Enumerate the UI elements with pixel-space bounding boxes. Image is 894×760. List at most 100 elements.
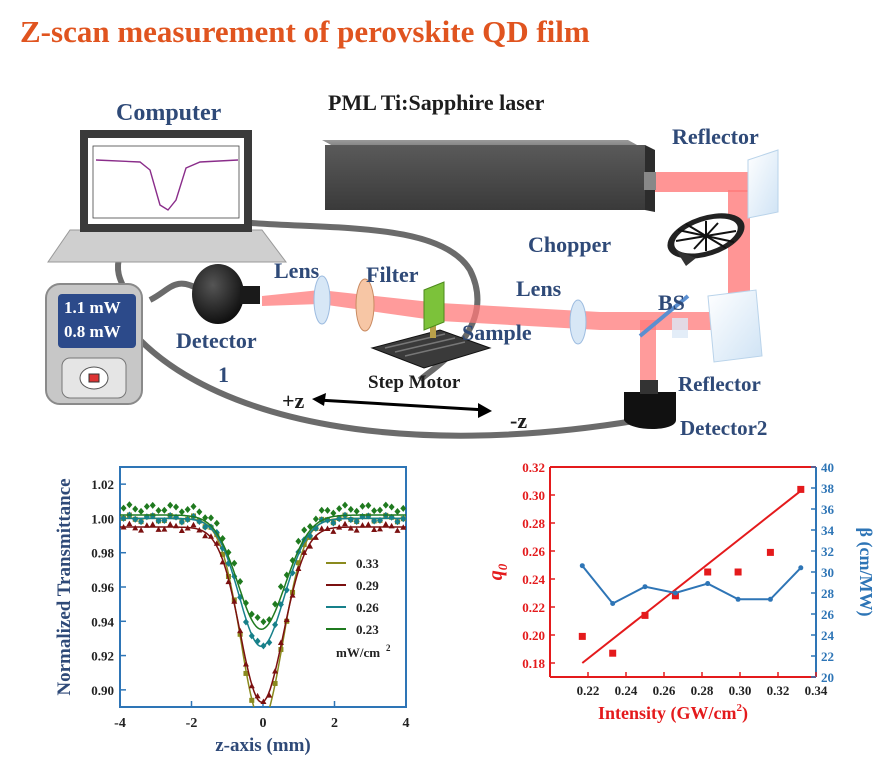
series-point-0.29 bbox=[143, 522, 150, 528]
y-right-tick-label: 22 bbox=[821, 649, 834, 664]
cable-meter-detector2 bbox=[137, 337, 641, 439]
series-point-0.26 bbox=[132, 515, 139, 523]
series-point-0.26 bbox=[231, 572, 238, 580]
series-point-0.26 bbox=[394, 518, 401, 526]
series-point-0.29 bbox=[126, 520, 133, 527]
laser-front bbox=[325, 145, 645, 210]
series-point-0.29 bbox=[289, 592, 296, 598]
series-point-0.29 bbox=[149, 521, 156, 527]
series-point-0.29 bbox=[382, 520, 389, 527]
reflector-bottom-icon bbox=[707, 289, 763, 363]
computer-label: Computer bbox=[116, 100, 222, 126]
legend-label: 0.33 bbox=[356, 556, 379, 571]
series-point-0.29 bbox=[248, 682, 255, 689]
y-left-axis-title-main: q bbox=[485, 570, 507, 580]
laptop-screen bbox=[88, 138, 244, 224]
series-point-0.26 bbox=[353, 518, 360, 526]
y-right-tick-label: 40 bbox=[821, 460, 834, 475]
series-point-0.29 bbox=[388, 522, 395, 529]
minus-z-label: -z bbox=[510, 408, 528, 433]
x-tick-label: -2 bbox=[186, 716, 198, 731]
series-point-0.29 bbox=[318, 525, 325, 531]
beta-point bbox=[672, 590, 678, 596]
x-axis-title: Intensity (GW/cm2) bbox=[598, 702, 748, 724]
y-left-tick-label: 0.28 bbox=[522, 516, 545, 531]
filter-icon bbox=[355, 278, 375, 332]
series-point-0.23 bbox=[353, 507, 360, 515]
figure-title: Z-scan measurement of perovskite QD film bbox=[20, 14, 590, 49]
series-point-0.26 bbox=[260, 642, 267, 650]
series-point-0.29 bbox=[260, 698, 267, 704]
series-point-0.23 bbox=[330, 509, 337, 517]
x-tick-label: 0.30 bbox=[729, 683, 752, 698]
x-axis-title-end: ) bbox=[742, 703, 748, 724]
series-point-0.23 bbox=[394, 507, 401, 515]
filter-label: Filter bbox=[366, 262, 419, 287]
series-point-0.23 bbox=[184, 505, 191, 513]
x-tick-label: 2 bbox=[331, 716, 338, 731]
detector2-icon bbox=[624, 392, 676, 429]
series-point-0.23 bbox=[213, 519, 220, 527]
legend-unit: mW/cm bbox=[336, 645, 380, 660]
series-point-0.33 bbox=[272, 680, 278, 686]
series-point-0.23 bbox=[161, 506, 168, 514]
power-meter-screen bbox=[58, 294, 136, 348]
x-axis-title-main: Intensity (GW/cm bbox=[598, 703, 737, 724]
series-point-0.26 bbox=[254, 637, 261, 645]
y-left-tick-label: 0.26 bbox=[522, 544, 545, 559]
series-point-0.23 bbox=[219, 534, 226, 542]
series-point-0.29 bbox=[178, 527, 185, 533]
y-left-tick-label: 0.32 bbox=[522, 460, 545, 475]
series-point-0.26 bbox=[143, 513, 150, 521]
series-point-0.29 bbox=[347, 525, 354, 531]
q0-point bbox=[609, 649, 617, 657]
series-point-0.33 bbox=[267, 709, 272, 714]
y-right-tick-label: 36 bbox=[821, 502, 835, 517]
series-point-0.23 bbox=[301, 526, 308, 534]
beta-point bbox=[610, 601, 616, 606]
chopper-label: Chopper bbox=[528, 232, 612, 257]
series-point-0.26 bbox=[330, 519, 337, 527]
series-point-0.29 bbox=[138, 527, 145, 533]
series-point-0.23 bbox=[237, 577, 244, 585]
series-point-0.23 bbox=[400, 504, 406, 512]
series-point-0.23 bbox=[371, 507, 378, 515]
series-point-0.23 bbox=[388, 503, 395, 511]
beta-point bbox=[705, 581, 711, 587]
lens-left-icon bbox=[313, 275, 331, 325]
series-point-0.23 bbox=[277, 583, 284, 591]
laptop-mini-plot bbox=[95, 159, 239, 211]
series-point-0.26 bbox=[207, 523, 214, 531]
detector1-label: Detector bbox=[176, 328, 257, 353]
series-point-0.29 bbox=[324, 525, 331, 532]
y-left-tick-label: 0.20 bbox=[522, 628, 545, 643]
q0-point bbox=[797, 485, 805, 493]
series-point-0.29 bbox=[353, 527, 360, 533]
beta-point bbox=[642, 584, 648, 590]
beta-line bbox=[581, 565, 802, 605]
series-point-0.23 bbox=[202, 514, 209, 522]
detector1-number: 1 bbox=[218, 362, 229, 387]
series-point-0.29 bbox=[242, 661, 249, 667]
x-tick-label: 0.22 bbox=[577, 683, 600, 698]
series-point-0.33 bbox=[295, 560, 301, 566]
series-point-0.29 bbox=[196, 526, 203, 533]
series-point-0.23 bbox=[138, 507, 145, 515]
series-point-0.29 bbox=[359, 522, 366, 528]
series-point-0.23 bbox=[196, 508, 203, 516]
series-point-0.23 bbox=[248, 610, 255, 618]
power-reading-1: 1.1 mW bbox=[64, 298, 121, 317]
series-point-0.29 bbox=[190, 521, 197, 528]
series-point-0.23 bbox=[120, 504, 127, 512]
series-point-0.29 bbox=[225, 578, 232, 585]
series-point-0.26 bbox=[289, 569, 296, 577]
y-tick-label: 0.92 bbox=[91, 649, 114, 664]
sample-label: Sample bbox=[462, 320, 532, 345]
series-point-0.29 bbox=[213, 540, 220, 546]
x-tick-label: 0.32 bbox=[767, 683, 790, 698]
series-point-0.29 bbox=[155, 526, 162, 532]
y-left-tick-label: 0.22 bbox=[522, 600, 545, 615]
series-point-0.23 bbox=[336, 505, 343, 513]
